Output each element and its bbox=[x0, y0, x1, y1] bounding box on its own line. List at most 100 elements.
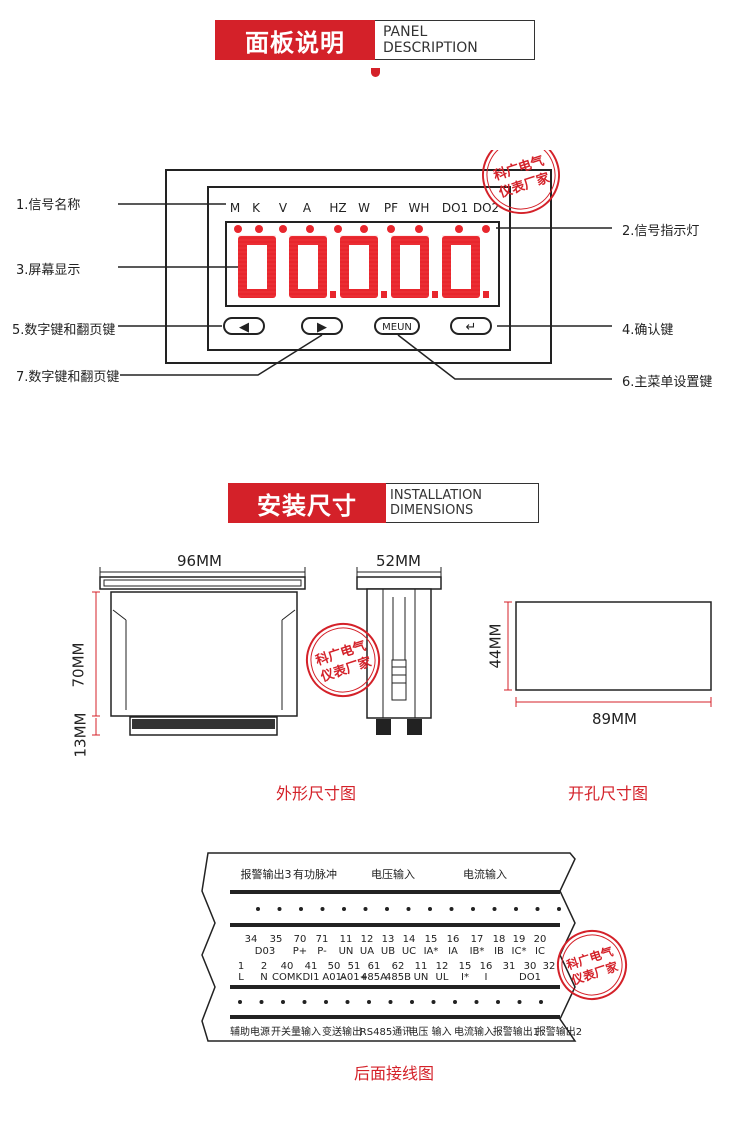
signal-led bbox=[279, 225, 287, 233]
terminal-number: 31 bbox=[503, 961, 516, 972]
top-group-label: 电流输入 bbox=[463, 867, 507, 881]
terminal-number: 15 bbox=[425, 934, 438, 945]
terminal-number: 34 bbox=[245, 934, 258, 945]
bottom-group-label: 电压 输入 bbox=[408, 1025, 451, 1038]
digit-4 bbox=[391, 235, 438, 298]
terminal-number: 18 bbox=[493, 934, 506, 945]
terminal-number: 70 bbox=[294, 934, 307, 945]
terminal-name: P- bbox=[317, 946, 327, 957]
bottom-terminal-strip bbox=[230, 985, 560, 989]
svg-text:◀: ◀ bbox=[239, 320, 249, 335]
install-section-header: 安装尺寸 INSTALLATION DIMENSIONS bbox=[228, 483, 539, 523]
terminal-name: I bbox=[485, 972, 488, 983]
signal-led bbox=[234, 225, 242, 233]
right-arrow-button[interactable]: ▶ bbox=[301, 317, 343, 335]
panel-section-header: 面板说明 PANEL DESCRIPTION bbox=[215, 20, 535, 60]
signal-led bbox=[387, 225, 395, 233]
terminal-name: 485A bbox=[361, 972, 387, 983]
terminal-number: 35 bbox=[270, 934, 283, 945]
callout-signal-light: 2.信号指示灯 bbox=[622, 224, 700, 239]
callout-signal-name: 1.信号名称 bbox=[16, 198, 81, 213]
terminal-number: 15 bbox=[459, 961, 472, 972]
signal-led bbox=[415, 225, 423, 233]
callout-confirm-key: 4.确认键 bbox=[622, 323, 674, 338]
dim-height-label: 70MM bbox=[69, 642, 88, 688]
terminal-number: 17 bbox=[471, 934, 484, 945]
terminal-name: D03 bbox=[255, 946, 275, 957]
bottom-group-label: 报警输出2 bbox=[536, 1025, 582, 1038]
terminal-number: 41 bbox=[305, 961, 318, 972]
terminal-number: 16 bbox=[447, 934, 460, 945]
top-terminal-strip bbox=[230, 890, 560, 894]
terminal-name: L bbox=[238, 972, 244, 983]
terminal-number: 12 bbox=[436, 961, 449, 972]
terminal-number: 2 bbox=[261, 961, 267, 972]
terminal-name: IC bbox=[535, 946, 545, 957]
signal-label-v: V bbox=[279, 201, 288, 215]
signal-led bbox=[334, 225, 342, 233]
install-section-subtitle: INSTALLATION DIMENSIONS bbox=[386, 483, 539, 523]
terminal-name: COMK bbox=[272, 972, 302, 983]
terminal-number: 71 bbox=[316, 934, 329, 945]
terminal-name: UN bbox=[339, 946, 354, 957]
terminal-number: 12 bbox=[361, 934, 374, 945]
decimal-point bbox=[432, 291, 438, 298]
terminal-name: IB bbox=[494, 946, 504, 957]
callout-left-key: 5.数字键和翻页键 bbox=[12, 323, 116, 338]
terminal-number: 62 bbox=[392, 961, 405, 972]
terminal-name: UN bbox=[414, 972, 429, 983]
terminal-name: I* bbox=[461, 972, 469, 983]
bottom-group-label: 开关量输入 bbox=[271, 1025, 321, 1038]
terminal-number: 1 bbox=[238, 961, 244, 972]
terminal-name: 485B bbox=[385, 972, 411, 983]
seven-segment-digits bbox=[238, 235, 489, 298]
cut-height-label: 44MM bbox=[486, 623, 505, 669]
terminal-number: 14 bbox=[403, 934, 416, 945]
signal-indicator-leds bbox=[234, 225, 490, 233]
terminal-number: 13 bbox=[382, 934, 395, 945]
terminal-board-outline bbox=[201, 852, 577, 1042]
bottom-group-label: 报警输出1 bbox=[493, 1025, 539, 1038]
side-view bbox=[356, 567, 442, 735]
svg-text:MEUN: MEUN bbox=[382, 322, 412, 333]
bottom-group-label: 辅助电源 bbox=[230, 1025, 270, 1038]
panel-section-title: 面板说明 bbox=[215, 20, 375, 60]
menu-button[interactable]: MEUN bbox=[374, 317, 420, 335]
decimal-point bbox=[330, 291, 336, 298]
signal-led bbox=[482, 225, 490, 233]
panel-section-subtitle: PANEL DESCRIPTION bbox=[375, 20, 535, 60]
svg-text:▶: ▶ bbox=[317, 320, 327, 335]
caption-outline: 外形尺寸图 bbox=[276, 784, 357, 803]
dim-terminal-label: 13MM bbox=[71, 712, 90, 758]
bottom-group-labels: 辅助电源开关量输入变送输出RS485通讯电压 输入电流输入报警输出1报警输出2 bbox=[230, 1025, 582, 1038]
signal-label-k: K bbox=[252, 201, 261, 215]
decimal-point bbox=[483, 291, 489, 298]
bottom-group-label: 变送输出 bbox=[322, 1025, 362, 1038]
terminal-name: A01+ bbox=[340, 972, 368, 983]
signal-led bbox=[455, 225, 463, 233]
terminal-number: 40 bbox=[281, 961, 294, 972]
terminal-name: DO1 bbox=[519, 972, 541, 983]
enter-button[interactable]: ↵ bbox=[450, 317, 492, 335]
left-arrow-button[interactable]: ◀ bbox=[223, 317, 265, 335]
callout-line-menu-key bbox=[397, 334, 612, 380]
outline-drawings: 科广电气 仪表厂家 bbox=[92, 567, 712, 736]
callout-menu-key: 6.主菜单设置键 bbox=[622, 375, 713, 390]
terminal-number: 11 bbox=[340, 934, 353, 945]
panel-buttons: ◀ ▶ MEUN ↵ bbox=[223, 317, 492, 335]
dim-depth-label: 52MM bbox=[376, 552, 421, 570]
digit-2 bbox=[289, 235, 336, 298]
decimal-point bbox=[381, 291, 387, 298]
cut-width-label: 89MM bbox=[592, 710, 637, 728]
bottom-terminal-labels: 1L2N40COMK41DI150A01-51A01+61485A62485B1… bbox=[238, 961, 556, 983]
signal-led bbox=[360, 225, 368, 233]
terminal-number: 30 bbox=[524, 961, 537, 972]
callout-right-key: 7.数字键和翻页键 bbox=[16, 370, 120, 385]
bottom-group-label: RS485通讯 bbox=[360, 1026, 412, 1038]
install-section-title: 安装尺寸 bbox=[228, 483, 386, 523]
signal-label-wh: WH bbox=[409, 201, 430, 215]
caption-wiring: 后面接线图 bbox=[354, 1064, 435, 1083]
